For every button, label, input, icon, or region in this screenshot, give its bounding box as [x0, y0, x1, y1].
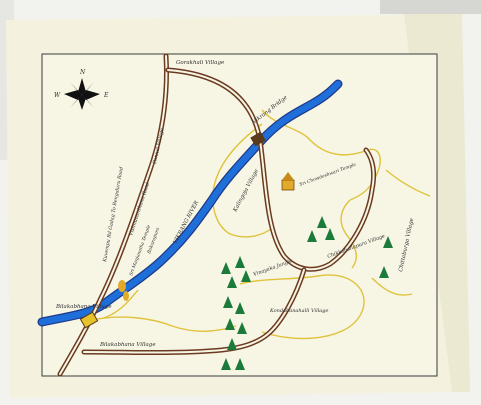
compass-diag-nw	[70, 82, 82, 95]
bridge-south	[79, 311, 99, 329]
tree-icon	[235, 256, 245, 268]
compass-n-label: N	[79, 69, 86, 76]
boundary-kondaban	[239, 274, 365, 340]
tree-icon	[227, 276, 237, 288]
tree-icon	[227, 338, 237, 350]
label-river-bridge-village: Bilakabhana Village	[55, 304, 112, 310]
boundary-east	[340, 199, 357, 269]
compass-diag-ne	[82, 82, 94, 95]
boundary-kalingoja-west	[212, 123, 273, 238]
highway-inner	[59, 55, 168, 375]
tree-icon	[235, 358, 245, 370]
tree-icon	[325, 228, 335, 240]
tree-icon	[235, 302, 245, 314]
tree-icon	[241, 270, 251, 282]
bridge-north	[250, 131, 266, 147]
river	[38, 80, 342, 326]
tree-icon	[307, 230, 317, 242]
temple-roof-icon	[282, 172, 294, 180]
tree-icon	[317, 216, 327, 228]
boundary-east-lower	[371, 277, 413, 296]
map-border	[41, 53, 438, 377]
compass-arrow-west	[64, 90, 82, 100]
background-paper-top-right	[380, 0, 481, 14]
compass-arrow-south	[78, 95, 86, 110]
boundary-south	[91, 316, 237, 332]
boundary-southwest	[103, 289, 139, 319]
label-bottom-village: Bilakabhana Village	[99, 342, 156, 348]
temple-kalingoja	[281, 172, 295, 191]
tree-icon	[221, 262, 231, 274]
loop-road-inner	[167, 69, 375, 271]
south-road-inner	[83, 269, 305, 354]
tree-icon	[383, 236, 393, 248]
tree-icon	[237, 322, 247, 334]
boundary-northeast	[385, 169, 431, 197]
compass-w-label: W	[54, 92, 61, 99]
temple-icon	[118, 280, 126, 292]
temple-river	[118, 280, 129, 301]
temple-icon	[281, 179, 295, 191]
roads	[57, 53, 377, 377]
compass-diag-se	[82, 95, 94, 108]
tree-icon	[223, 296, 233, 308]
tree-icon	[221, 358, 231, 370]
tree-icon	[225, 318, 235, 330]
forest-trees	[221, 216, 393, 370]
temple-icon	[123, 291, 129, 301]
label-lower-mid-village: Kondabanahalli Village	[269, 308, 328, 314]
compass-arrow-north	[78, 78, 86, 95]
compass-rose: N E W	[54, 69, 109, 110]
tree-icon	[379, 266, 389, 278]
compass-diag-sw	[70, 95, 82, 108]
compass-e-label: E	[103, 92, 109, 99]
label-top-village: Gorakhali Village	[176, 60, 225, 66]
compass-arrow-east	[82, 90, 100, 100]
